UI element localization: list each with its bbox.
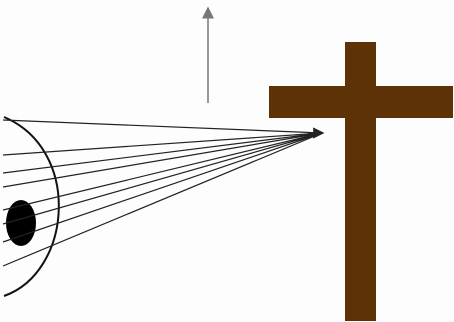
cross-icon — [269, 42, 453, 321]
cross-vertical-beam — [345, 42, 376, 321]
ray-line — [3, 120, 322, 133]
cross-horizontal-beam — [269, 86, 453, 118]
ray-lines — [3, 120, 322, 266]
ray-line — [3, 133, 322, 242]
